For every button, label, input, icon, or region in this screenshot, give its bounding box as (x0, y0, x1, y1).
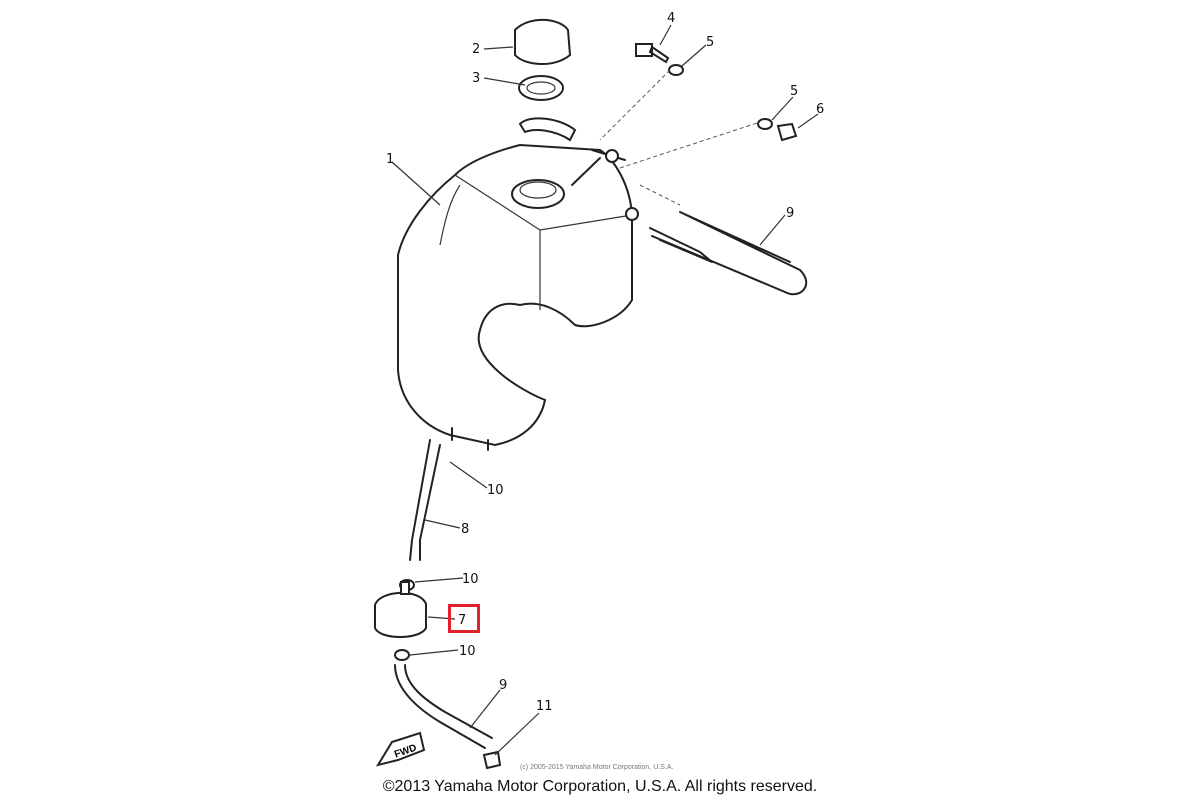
callout-7[interactable]: 7 (458, 613, 466, 628)
fwd-arrow-icon: FWD (375, 731, 426, 767)
watermark: (c) 2005-2015 Yamaha Motor Corporation, … (520, 764, 673, 771)
callout-5: 5 (706, 35, 714, 50)
callout-8: 8 (461, 522, 469, 537)
callout-10: 10 (459, 644, 476, 659)
callout-9: 9 (786, 206, 794, 221)
fuel-filter[interactable] (374, 591, 427, 638)
callout-4: 4 (667, 11, 675, 26)
callout-2: 2 (472, 42, 480, 57)
callout-10: 10 (462, 572, 479, 587)
callout-5: 5 (790, 84, 798, 99)
highlighted-part-box (448, 604, 480, 633)
tank-cap[interactable] (514, 18, 572, 65)
hose-upper[interactable] (651, 211, 808, 296)
oil-tank[interactable] (397, 143, 633, 447)
callout-3: 3 (472, 71, 480, 86)
callout-9: 9 (499, 678, 507, 693)
callout-6: 6 (816, 102, 824, 117)
callout-11: 11 (536, 699, 553, 714)
callout-10: 10 (487, 483, 504, 498)
copyright-footer: ©2013 Yamaha Motor Corporation, U.S.A. A… (382, 778, 818, 795)
callout-1: 1 (386, 152, 394, 167)
